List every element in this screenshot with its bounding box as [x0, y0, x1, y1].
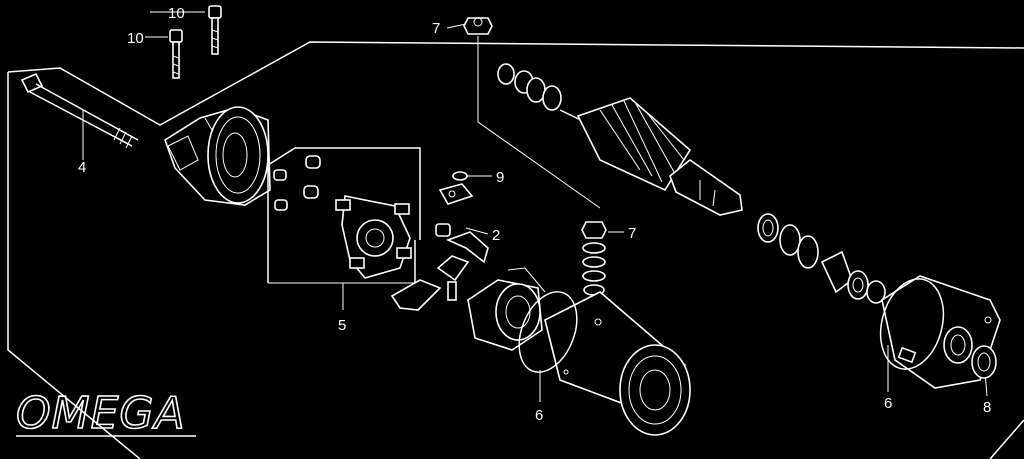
- o-ring-6-left: [518, 291, 578, 373]
- label-nut-top: 7: [432, 20, 440, 37]
- label-washer: 8: [983, 399, 991, 416]
- through-bolt-4: [20, 72, 139, 149]
- label-through-bolt: 4: [78, 159, 86, 176]
- callout-labels: 10 10 7 4 9 2 7 5 6 6 8: [78, 5, 991, 424]
- label-brush-holder-set: 5: [338, 317, 346, 334]
- bolt-10-left: [169, 29, 183, 79]
- label-o-ring-left: 6: [535, 407, 543, 424]
- label-bolt-top: 10: [168, 5, 185, 22]
- nut-7-top: [463, 17, 493, 35]
- leader-lines: [82, 11, 988, 402]
- label-nut-mid: 7: [628, 225, 636, 242]
- brush-holder-assembly-5: [267, 147, 421, 283]
- commutator-end-cover: [467, 267, 546, 351]
- frame-lines: [7, 41, 1024, 459]
- omega-watermark-logo: OMEGA: [16, 388, 186, 439]
- bracket-9: [438, 171, 474, 205]
- armature: [559, 97, 743, 216]
- label-o-ring-right: 6: [884, 395, 892, 412]
- label-brush: 2: [492, 227, 500, 244]
- washer-8: [971, 345, 997, 379]
- yoke-field-housing: [544, 291, 691, 436]
- brush-2: [390, 223, 489, 311]
- nut-washer-stack-7: [581, 221, 607, 296]
- label-bracket: 9: [496, 169, 504, 186]
- drive-washers: [757, 213, 886, 304]
- armature-washers-top: [497, 63, 562, 111]
- end-frame-housing: [164, 106, 271, 206]
- bolt-10-top: [208, 5, 222, 55]
- label-bolt-left: 10: [127, 30, 144, 47]
